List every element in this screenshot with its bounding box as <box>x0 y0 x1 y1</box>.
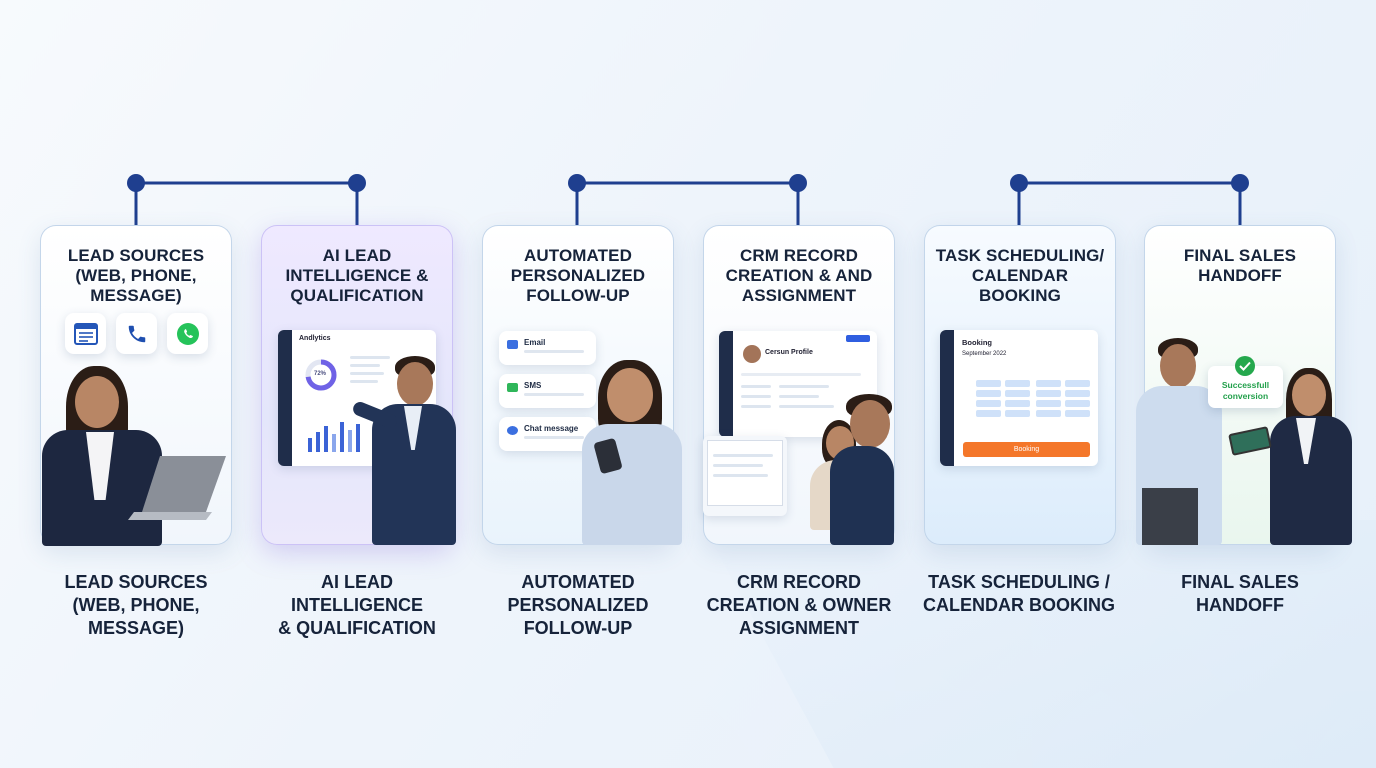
gauge-chart <box>305 359 337 391</box>
analytics-title: Andlytics <box>299 335 331 342</box>
web-form-icon <box>65 313 106 354</box>
card-title: LEAD SOURCES (WEB, PHONE, MESSAGE) <box>67 246 205 305</box>
connector-node-6 <box>1231 174 1249 192</box>
connector-node-4 <box>789 174 807 192</box>
background-wedge <box>700 520 1376 768</box>
sms-icon <box>507 383 518 392</box>
crm-profile-panel: Cersun Profile <box>719 331 877 437</box>
whatsapp-icon <box>167 313 208 354</box>
channel-card-email: Email <box>499 331 596 365</box>
bar-chart-graphic <box>308 422 360 452</box>
card-title: TASK SCHEDULING/ CALENDAR BOOKING <box>935 246 1105 305</box>
desktop-monitor <box>703 436 787 516</box>
channel-card-chat: Chat message <box>499 417 596 451</box>
crm-action-button[interactable] <box>846 335 870 342</box>
step-label-ai-lead-intelligence: AI LEAD INTELLIGENCE & QUALIFICATION <box>278 572 436 638</box>
card-title: AUTOMATED PERSONALIZED FOLLOW-UP <box>510 246 646 305</box>
connector-node-2 <box>348 174 366 192</box>
laptop-icon <box>128 456 226 520</box>
connector-node-1 <box>127 174 145 192</box>
card-title: CRM RECORD CREATION & AND ASSIGNMENT <box>725 246 873 305</box>
card-title: FINAL SALES HANDOFF <box>1183 246 1297 285</box>
calendar-title: Booking <box>962 338 992 347</box>
crm-profile-title: Cersun Profile <box>765 349 813 356</box>
step-label-final-sales-handoff: FINAL SALES HANDOFF <box>1181 572 1299 615</box>
phone-icon <box>116 313 157 354</box>
checkmark-icon <box>1235 356 1255 376</box>
channel-card-sms: SMS <box>499 374 596 408</box>
chat-icon <box>507 426 518 435</box>
connector-node-5 <box>1010 174 1028 192</box>
step-label-automated-follow-up: AUTOMATED PERSONALIZED FOLLOW-UP <box>507 572 649 638</box>
step-label-task-scheduling: TASK SCHEDULING / CALENDAR BOOKING <box>923 572 1115 615</box>
connector-node-3 <box>568 174 586 192</box>
calendar-month: September 2022 <box>962 351 1007 357</box>
step-label-lead-sources: LEAD SOURCES (WEB, PHONE, MESSAGE) <box>64 572 208 638</box>
profile-avatar <box>743 345 761 363</box>
email-icon <box>507 340 518 349</box>
gauge-value: 72% <box>314 371 327 377</box>
booking-button[interactable]: Booking <box>963 442 1090 457</box>
card-title: AI LEAD INTELLIGENCE & QUALIFICATION <box>285 246 429 305</box>
step-label-crm-record: CRM RECORD CREATION & OWNER ASSIGNMENT <box>706 572 892 638</box>
